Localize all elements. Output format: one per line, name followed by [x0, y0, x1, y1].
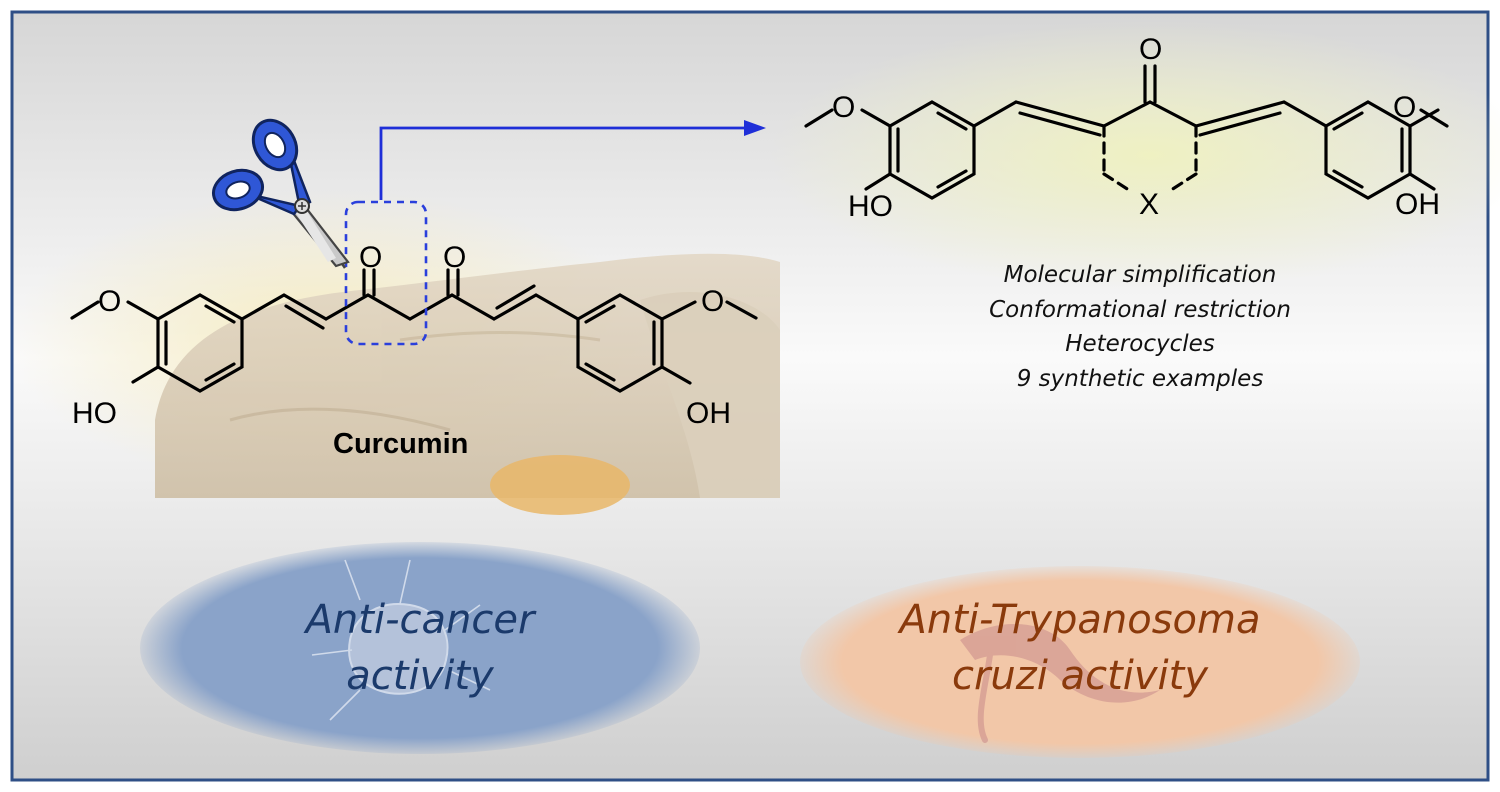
analog-hydroxy-left: HO	[848, 190, 893, 223]
strategy-point: 9 synthetic examples	[1016, 365, 1264, 392]
trypanosoma-activity-line-2: cruzi activity	[951, 653, 1209, 699]
curcumin-structure	[70, 268, 758, 393]
curcumin-hydroxy-left: HO	[72, 397, 117, 430]
arrow-right-icon	[379, 120, 766, 200]
curcumin-hydroxy-right: OH	[686, 397, 731, 430]
strategy-point: Heterocycles	[1065, 331, 1215, 357]
analog-highlight	[770, 20, 1500, 290]
curcumin-carbonyl-oxygen-1: O	[359, 241, 383, 274]
dashed-selection-box	[344, 200, 428, 346]
analog-hydroxy-right: OH	[1395, 188, 1440, 221]
strategy-list: Molecular simplification Conformational …	[930, 258, 1350, 396]
scissors-icon	[212, 118, 350, 269]
curcumin-carbonyl-oxygen-2: O	[443, 241, 467, 274]
trypanosoma-parasite-icon	[960, 623, 1160, 743]
curcumin-methoxy-oxygen-left: O	[98, 285, 122, 318]
analog-methoxy-oxygen-left: O	[832, 91, 856, 124]
cancer-activity-line-2: activity	[346, 653, 494, 699]
analog-ring-atom-x: X	[1139, 188, 1160, 221]
trypanosoma-activity-line-1: Anti-Trypanosoma	[899, 597, 1261, 643]
analog-methoxy-oxygen-right: O	[1393, 91, 1417, 124]
strategy-point: Conformational restriction	[989, 296, 1291, 323]
curcumin-methoxy-oxygen-right: O	[701, 285, 725, 318]
trypanosoma-activity-label: Anti-Trypanosoma cruzi activity	[830, 592, 1330, 704]
ginger-root-image	[155, 253, 780, 515]
analog-carbonyl-oxygen: O	[1139, 33, 1163, 66]
strategy-point: Molecular simplification	[1003, 262, 1277, 288]
curcumin-label: Curcumin	[333, 428, 469, 460]
cancer-activity-line-1: Anti-cancer	[305, 597, 535, 643]
cancer-cell-icon	[311, 559, 491, 721]
trypanosoma-activity-ellipse	[800, 566, 1360, 758]
cancer-activity-label: Anti-cancer activity	[220, 592, 620, 704]
analog-structure	[804, 64, 1449, 200]
frame-border	[10, 10, 1490, 782]
